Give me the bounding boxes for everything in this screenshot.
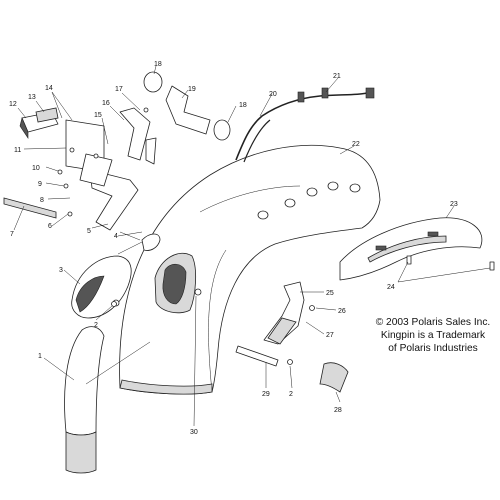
license-light bbox=[19, 107, 59, 139]
nut-26 bbox=[309, 305, 315, 311]
callout-18a: 18 bbox=[154, 61, 162, 68]
callout-14: 14 bbox=[45, 85, 53, 92]
strap-band bbox=[319, 362, 349, 393]
callout-22: 22 bbox=[352, 141, 360, 148]
callout-28: 28 bbox=[334, 407, 342, 414]
callout-21: 21 bbox=[333, 73, 341, 80]
callout-1: 1 bbox=[38, 353, 42, 360]
callout-12: 12 bbox=[9, 101, 17, 108]
callout-2a: 2 bbox=[94, 322, 98, 329]
callout-2b: 2 bbox=[289, 391, 293, 398]
screw-9 bbox=[63, 183, 69, 189]
trademark-line-1: Kingpin is a Trademark bbox=[380, 330, 486, 341]
fender-strap bbox=[235, 345, 279, 367]
callout-18b: 18 bbox=[239, 102, 247, 109]
callout-23: 23 bbox=[450, 201, 458, 208]
screw-2b bbox=[287, 359, 293, 365]
reflector-bracket bbox=[119, 85, 211, 165]
screw-10 bbox=[57, 169, 63, 175]
callout-5: 5 bbox=[87, 228, 91, 235]
callout-27: 27 bbox=[326, 332, 334, 339]
trim-bolts bbox=[406, 255, 495, 271]
callout-16: 16 bbox=[102, 100, 110, 107]
fender-trim-strip bbox=[64, 326, 105, 474]
callout-26: 26 bbox=[338, 308, 346, 315]
copyright-line: © 2003 Polaris Sales Inc. bbox=[375, 317, 491, 328]
tail-light-lens bbox=[117, 233, 161, 255]
callout-29: 29 bbox=[262, 391, 270, 398]
screw-6 bbox=[67, 211, 73, 217]
reflector-right bbox=[213, 119, 231, 141]
rear-trim bbox=[339, 217, 483, 281]
callout-17: 17 bbox=[115, 86, 123, 93]
rear-fender bbox=[119, 144, 381, 395]
callout-3: 3 bbox=[59, 267, 63, 274]
wiring-harness bbox=[235, 87, 375, 163]
reflector-left bbox=[143, 71, 163, 93]
callout-9: 9 bbox=[38, 181, 42, 188]
trademark-line-2: of Polaris Industries bbox=[388, 343, 478, 354]
callout-13: 13 bbox=[28, 94, 36, 101]
screw-2a bbox=[111, 301, 117, 307]
tail-light bbox=[71, 255, 132, 319]
copyright-block: © 2003 Polaris Sales Inc. Kingpin is a T… bbox=[363, 316, 500, 355]
screw-17 bbox=[143, 107, 149, 113]
callout-4: 4 bbox=[114, 233, 118, 240]
callout-20: 20 bbox=[269, 91, 277, 98]
callout-30: 30 bbox=[190, 429, 198, 436]
callout-24: 24 bbox=[387, 284, 395, 291]
callout-19: 19 bbox=[188, 86, 196, 93]
fender-bracket bbox=[263, 281, 305, 345]
callout-25: 25 bbox=[326, 290, 334, 297]
callout-7: 7 bbox=[10, 231, 14, 238]
callout-10: 10 bbox=[32, 165, 40, 172]
callout-11: 11 bbox=[14, 147, 21, 154]
leader-lines bbox=[13, 65, 491, 427]
callout-6: 6 bbox=[48, 223, 52, 230]
callout-15: 15 bbox=[94, 112, 102, 119]
reflector bbox=[3, 197, 57, 219]
license-plate-mount bbox=[65, 119, 113, 187]
callout-8: 8 bbox=[40, 197, 44, 204]
callout-labels: 1 2 2 3 4 5 6 7 8 9 10 11 12 13 14 15 16… bbox=[9, 61, 458, 436]
bolt-30 bbox=[194, 288, 202, 296]
